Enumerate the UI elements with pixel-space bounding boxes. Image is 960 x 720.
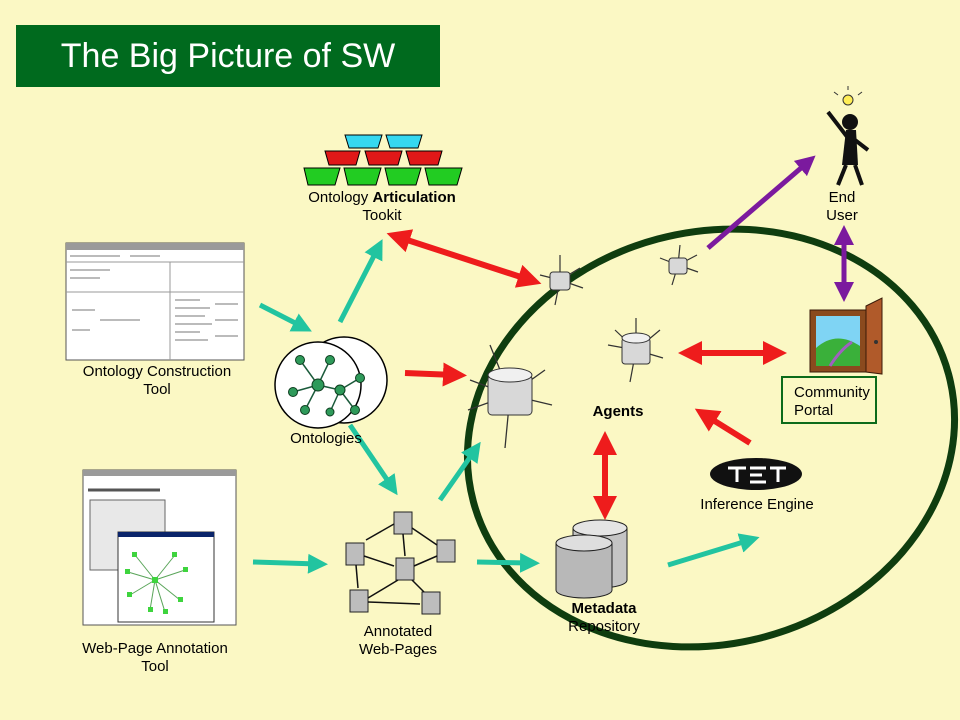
arrow-construction-to-ontologies xyxy=(258,302,312,332)
arrow-ontologies-to-articulation xyxy=(337,239,383,324)
arrow-webpages-to-repository xyxy=(476,552,540,573)
web-pages-icon xyxy=(345,511,456,615)
ontology-construction-label: Ontology Construction Tool xyxy=(82,363,232,398)
annotation-tool-screenshot-icon xyxy=(82,469,237,626)
inference-engine-label: Inference Engine xyxy=(700,496,814,513)
page-title: The Big Picture of SW xyxy=(16,25,440,87)
arrow-articulation-agent xyxy=(386,229,542,288)
agent-system-ellipse xyxy=(463,225,959,651)
agents-label: Agents xyxy=(592,403,644,420)
arrow-ontologies-to-agent xyxy=(404,362,467,387)
pyramid-icon xyxy=(303,134,463,186)
door-icon xyxy=(809,297,883,375)
annotated-web-pages-label: Annotated Web-Pages xyxy=(358,623,438,658)
arrow-agent-to-user xyxy=(706,155,816,250)
agent-icon-large xyxy=(467,344,553,449)
ontology-graph-icon xyxy=(274,336,388,429)
end-user-icon xyxy=(826,86,870,186)
agent-icon-top-left xyxy=(539,255,584,306)
community-portal-label: Community Portal xyxy=(794,384,870,419)
arrow-inference-to-agents xyxy=(694,408,752,446)
community-portal-box xyxy=(781,376,877,424)
database-icon xyxy=(555,519,628,599)
screenshot-icon xyxy=(65,242,245,361)
inference-engine-logo xyxy=(710,458,802,490)
arrow-ontologies-to-webpages xyxy=(347,423,398,496)
web-page-annotation-label: Web-Page Annotation Tool xyxy=(82,640,228,675)
arrow-repository-out xyxy=(667,533,760,568)
end-user-label: End User xyxy=(826,189,858,224)
ontologies-label: Ontologies xyxy=(290,430,362,447)
metadata-repository-label: Metadata Repository xyxy=(568,600,640,635)
agent-icon-top-right xyxy=(659,244,699,286)
agent-icon-center xyxy=(607,318,664,383)
arrow-webpages-to-agent xyxy=(437,441,481,502)
arrow-annotation-to-webpages xyxy=(252,553,328,574)
ontology-articulation-label: Ontology Articulation Tookit xyxy=(308,189,456,224)
